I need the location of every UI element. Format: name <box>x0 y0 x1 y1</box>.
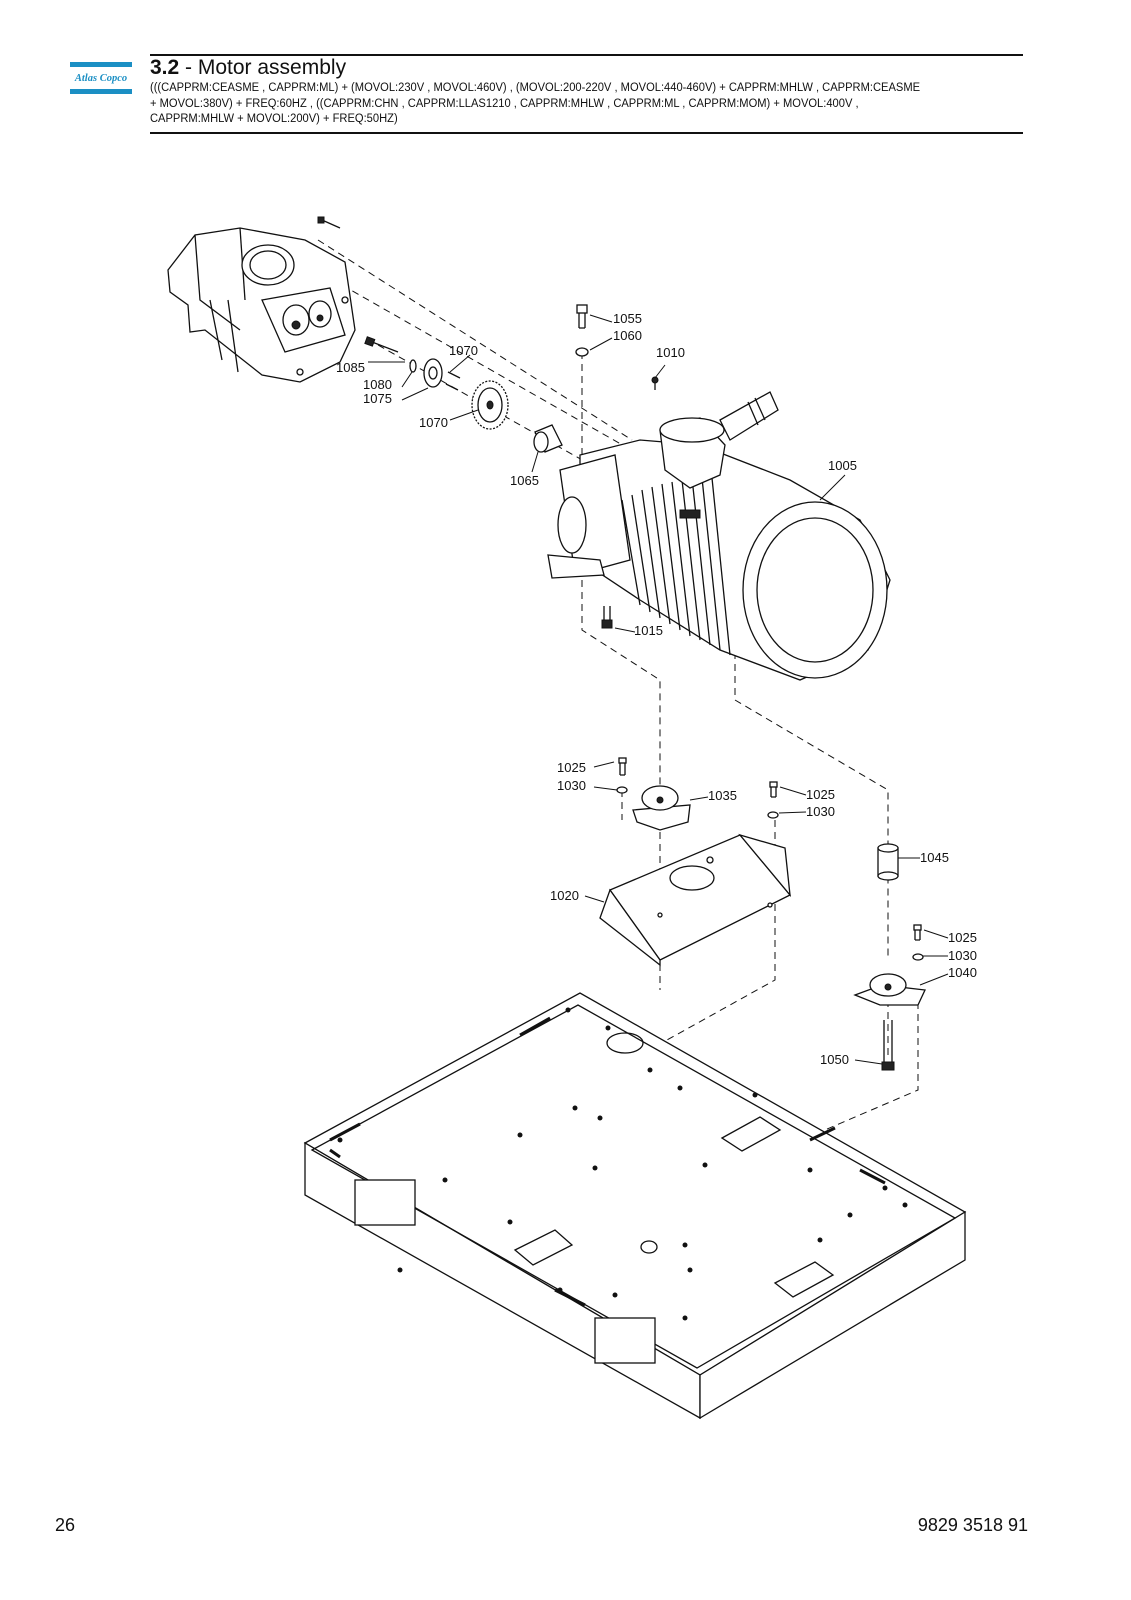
atlas-copco-logo: Atlas Copco <box>70 62 132 94</box>
screw-1010 <box>651 376 659 390</box>
coupling-sleeve-1065 <box>533 424 563 453</box>
callout-1085: 1085 <box>336 360 365 375</box>
washer-1030-a <box>616 786 628 794</box>
bracket-1020 <box>599 833 792 967</box>
washer-1030-b <box>767 811 779 819</box>
callout-1035: 1035 <box>708 788 737 803</box>
base-frame <box>303 992 967 1420</box>
bolt-1025-c <box>913 924 922 941</box>
bolt-1050 <box>881 1020 895 1071</box>
callouts: 1055 1060 1010 1070 1085 1080 1075 1070 … <box>336 311 977 1067</box>
condition-line-2: + MOVOL:380V) + FREQ:60HZ , ((CAPPRM:CHN… <box>150 95 859 110</box>
coupling-bolt-1085 <box>364 336 399 353</box>
washer-1060 <box>575 347 589 357</box>
callout-1015: 1015 <box>634 623 663 638</box>
section-number: 3.2 <box>150 56 180 79</box>
logo-bar-top <box>70 62 132 67</box>
callout-1065: 1065 <box>510 473 539 488</box>
callout-1050: 1050 <box>820 1052 849 1067</box>
callout-1070-top: 1070 <box>449 343 478 358</box>
callout-1045: 1045 <box>920 850 949 865</box>
callout-1075: 1075 <box>363 391 392 406</box>
callout-1055: 1055 <box>613 311 642 326</box>
callout-1060: 1060 <box>613 328 642 343</box>
bolt-1025-b <box>769 781 778 798</box>
callout-1080: 1080 <box>363 377 392 392</box>
callout-1030-b: 1030 <box>806 804 835 819</box>
callout-1010: 1010 <box>656 345 685 360</box>
vibration-damper-1040 <box>853 973 926 1006</box>
screw-top <box>317 216 341 229</box>
callout-1030-a: 1030 <box>557 778 586 793</box>
section-conditions: (((CAPPRM:CEASME , CAPPRM:ML) + (MOVOL:2… <box>150 80 1023 127</box>
logo-text: Atlas Copco <box>74 73 128 84</box>
header-rule-bottom <box>150 132 1023 134</box>
callout-1025-b: 1025 <box>806 787 835 802</box>
gear-1070 <box>471 380 509 430</box>
bolt-1015 <box>601 606 613 629</box>
condition-line-1: (((CAPPRM:CEASME , CAPPRM:ML) + (MOVOL:2… <box>150 80 921 94</box>
page-number: 26 <box>55 1515 76 1535</box>
washer-1080 <box>409 359 417 373</box>
leader-lines <box>368 314 949 1065</box>
logo-bar-bottom <box>70 89 132 94</box>
washer-1030-c <box>912 953 924 961</box>
spacer-1045 <box>877 843 899 881</box>
callout-1025-c: 1025 <box>948 930 977 945</box>
bolt-1055 <box>576 304 588 329</box>
vibration-damper-1035 <box>632 785 691 831</box>
callout-1070-bottom: 1070 <box>419 415 448 430</box>
condition-line-3: CAPPRM:MHLW + MOVOL:200V) + FREQ:50HZ) <box>150 111 398 125</box>
electric-motor-1005 <box>547 391 891 681</box>
callout-1025-a: 1025 <box>557 760 586 775</box>
callout-1005: 1005 <box>828 458 857 473</box>
section-title: 3.2 - Motor assembly <box>150 55 346 80</box>
header-rule-top <box>150 54 1023 56</box>
callout-1020: 1020 <box>550 888 579 903</box>
callout-1040: 1040 <box>948 965 977 980</box>
compressor-element <box>167 227 356 383</box>
section-title-text: - Motor assembly <box>179 56 347 79</box>
bolt-1025-a <box>618 757 627 776</box>
callout-1030-c: 1030 <box>948 948 977 963</box>
document-number: 9829 3518 91 <box>917 1515 1028 1535</box>
hub-1075 <box>423 358 461 391</box>
